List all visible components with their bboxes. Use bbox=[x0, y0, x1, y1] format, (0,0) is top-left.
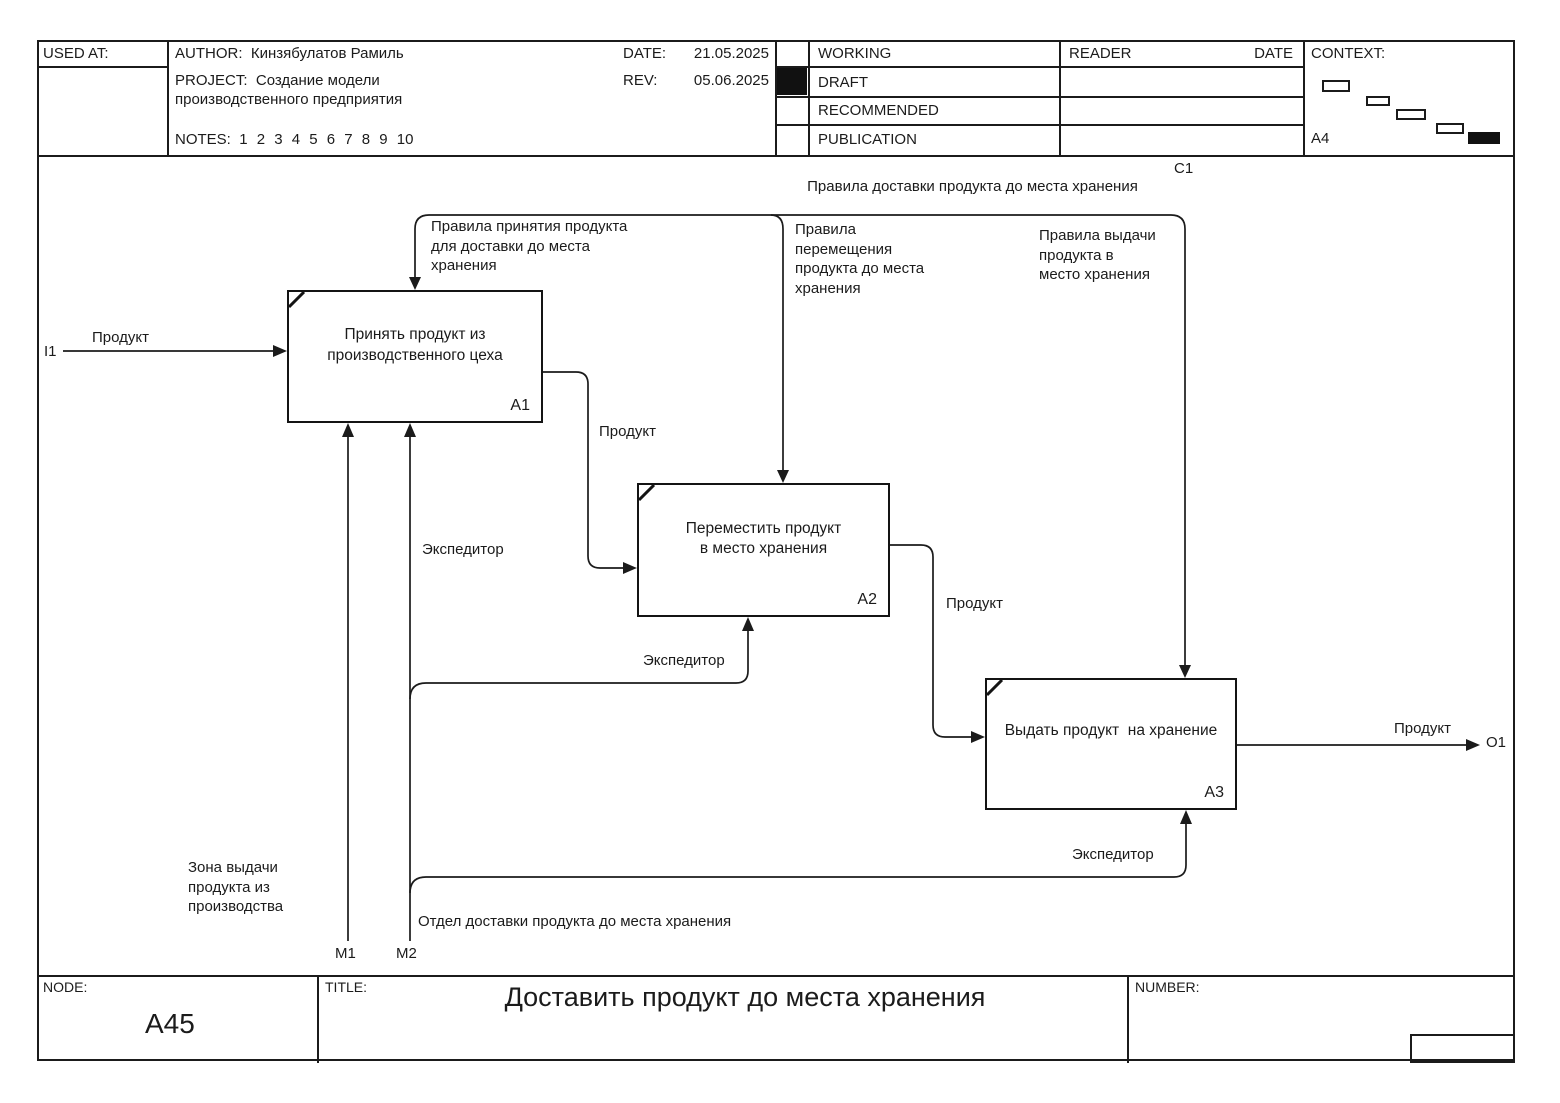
divider bbox=[167, 40, 169, 157]
flow-label-a1-a2: Продукт bbox=[599, 423, 656, 440]
activity-id: A1 bbox=[510, 397, 530, 414]
divider bbox=[775, 40, 777, 157]
activity-box-a3: Выдать продукт на хранение A3 bbox=[985, 678, 1237, 810]
reader-label: READER bbox=[1069, 45, 1132, 62]
o1-label: Продукт bbox=[1394, 720, 1451, 737]
status-row-recommended: RECOMMENDED bbox=[818, 102, 939, 119]
reader-date-label: DATE bbox=[1254, 45, 1293, 62]
activity-title: Выдать продукт на хранение bbox=[1004, 721, 1218, 739]
title-label: TITLE: bbox=[325, 979, 368, 995]
status-row-working: WORKING bbox=[818, 45, 892, 62]
notes-label: NOTES: bbox=[175, 131, 231, 148]
author-line: AUTHOR: Кинзябулатов Рамиль bbox=[175, 44, 404, 63]
divider bbox=[1303, 40, 1305, 157]
date-line: DATE: 21.05.2025 bbox=[623, 44, 769, 63]
row-line bbox=[775, 96, 1305, 98]
c1-code: C1 bbox=[1174, 160, 1194, 177]
context-node bbox=[1322, 80, 1350, 92]
i1-label: Продукт bbox=[92, 329, 149, 346]
footer-separator bbox=[37, 975, 1515, 977]
status-row-publication: PUBLICATION bbox=[818, 131, 917, 148]
activity-title: Переместить продукт в место хранения bbox=[685, 519, 842, 557]
divider bbox=[1059, 40, 1061, 157]
node-label: NODE: bbox=[43, 979, 88, 995]
number-stamp-box bbox=[1410, 1034, 1515, 1063]
mechanism-label-a3: Экспедитор bbox=[1072, 846, 1154, 863]
context-node bbox=[1366, 96, 1390, 106]
m2-code: M2 bbox=[396, 945, 417, 962]
control-label-a1: Правила принятия продукта для доставки д… bbox=[431, 218, 628, 274]
o1-code: O1 bbox=[1486, 734, 1507, 751]
rev-label: REV: bbox=[623, 72, 658, 89]
date-value: 21.05.2025 bbox=[693, 45, 769, 62]
m1-label: Зона выдачи продукта из производства bbox=[188, 859, 284, 915]
divider bbox=[808, 40, 810, 157]
date-label: DATE: bbox=[623, 45, 667, 62]
author-value: Кинзябулатов Рамиль bbox=[250, 45, 404, 62]
m2-label: Отдел доставки продукта до места хранени… bbox=[418, 913, 732, 930]
reader-line: READER DATE bbox=[1069, 44, 1293, 63]
project-value: Создание модели производственного предпр… bbox=[175, 72, 403, 109]
rev-line: REV: 05.06.2025 bbox=[623, 71, 769, 90]
used-at-label: USED AT: bbox=[43, 45, 109, 62]
context-node-current bbox=[1468, 132, 1500, 144]
sheet-format-label: A4 bbox=[1311, 130, 1330, 147]
flow-label-a2-a3: Продукт bbox=[946, 595, 1003, 612]
control-label-a2: Правила перемещения продукта до места хр… bbox=[795, 221, 925, 297]
status-mark-draft bbox=[777, 68, 807, 95]
activity-box-a1: Принять продукт из производственного цех… bbox=[287, 290, 543, 423]
i1-code: I1 bbox=[44, 343, 57, 360]
m1-code: M1 bbox=[335, 945, 356, 962]
node-value: A45 bbox=[145, 1008, 195, 1039]
used-at-cell-border bbox=[37, 66, 167, 68]
row-line bbox=[775, 124, 1305, 126]
rev-value: 05.06.2025 bbox=[693, 72, 769, 89]
row-line bbox=[775, 66, 1305, 68]
box-corner-mark bbox=[288, 291, 306, 309]
mechanism-label-a1: Экспедитор bbox=[422, 541, 504, 558]
box-corner-mark bbox=[638, 484, 656, 502]
activity-title: Принять продукт из производственного цех… bbox=[327, 326, 503, 364]
project-line: PROJECT: Создание модели производственно… bbox=[175, 71, 475, 109]
activity-id: A3 bbox=[1204, 784, 1224, 801]
box-corner-mark bbox=[986, 679, 1004, 697]
divider bbox=[1127, 975, 1129, 1063]
activity-box-a2: Переместить продукт в место хранения A2 bbox=[637, 483, 890, 617]
context-node bbox=[1396, 109, 1426, 120]
title-value: Доставить продукт до места хранения bbox=[504, 982, 986, 1012]
control-label-a3: Правила выдачи продукта в место хранения bbox=[1039, 227, 1156, 283]
mechanism-label-a2: Экспедитор bbox=[643, 652, 725, 669]
divider bbox=[317, 975, 319, 1063]
c1-label: Правила доставки продукта до места хране… bbox=[807, 178, 1138, 195]
activity-id: A2 bbox=[857, 591, 877, 608]
status-row-draft: DRAFT bbox=[818, 74, 868, 91]
notes-line: NOTES: 1 2 3 4 5 6 7 8 9 10 bbox=[175, 130, 413, 149]
context-label: CONTEXT: bbox=[1311, 45, 1386, 62]
context-node bbox=[1436, 123, 1464, 134]
number-label: NUMBER: bbox=[1135, 979, 1200, 995]
notes-values: 1 2 3 4 5 6 7 8 9 10 bbox=[239, 131, 414, 148]
project-label: PROJECT: bbox=[175, 72, 248, 89]
author-label: AUTHOR: bbox=[175, 45, 243, 62]
